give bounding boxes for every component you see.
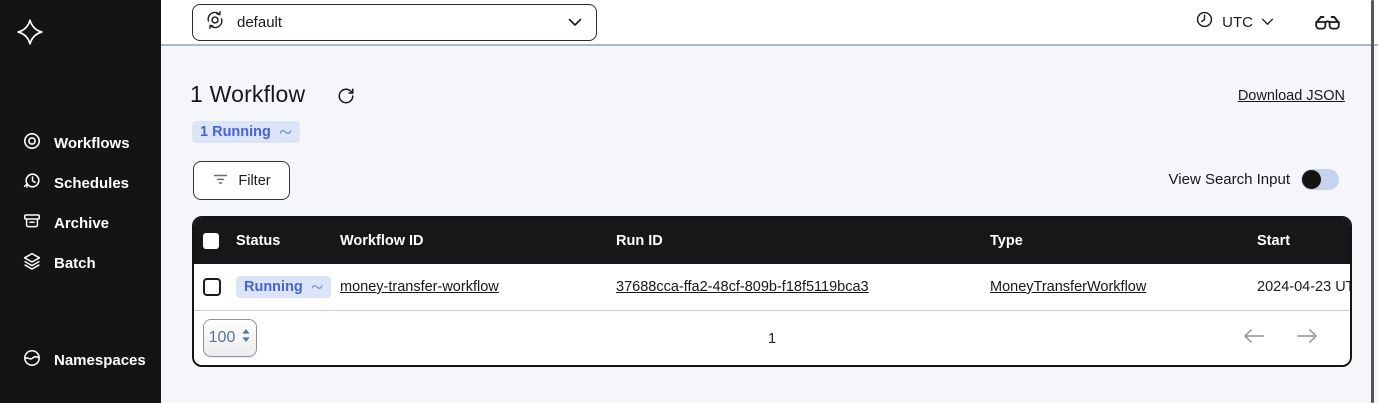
download-json-link[interactable]: Download JSON [1237, 88, 1345, 104]
sidebar-item-label: Batch [54, 254, 96, 272]
status-badge-label: Running [244, 279, 303, 295]
chevron-down-icon [568, 14, 582, 32]
arrow-left-icon [1242, 329, 1265, 348]
pulse-icon [311, 279, 323, 295]
toggle-knob [1302, 170, 1321, 189]
pager-arrows [1242, 311, 1319, 365]
refresh-button[interactable] [337, 87, 355, 110]
sidebar-item-label: Workflows [54, 134, 130, 152]
namespace-select[interactable]: default [192, 4, 597, 41]
spinner-arrows-icon [241, 328, 251, 348]
window-scrollbar[interactable] [1371, 0, 1374, 403]
main-content: 1 Workflow Download JSON 1 Running Filte… [161, 48, 1378, 403]
table-footer: 100 1 [194, 310, 1350, 365]
view-search-input-label: View Search Input [1168, 171, 1290, 188]
sidebar-item-batch[interactable]: Batch [0, 250, 161, 276]
namespace-select-value: default [237, 14, 283, 31]
current-page-number: 1 [767, 330, 777, 347]
workflow-id-link[interactable]: money-transfer-workflow [340, 279, 499, 295]
archive-icon [22, 211, 42, 235]
table-row[interactable]: Running money-transfer-workflow 37688cca… [194, 264, 1350, 310]
page-size-value: 100 [208, 329, 236, 346]
next-page-button[interactable] [1296, 328, 1319, 349]
labs-mode-button[interactable] [1314, 13, 1341, 37]
running-count-badge[interactable]: 1 Running [192, 121, 300, 143]
run-id-link[interactable]: 37688cca-ffa2-48cf-809b-f18f5119bca3 [616, 279, 869, 295]
chevron-down-icon [1261, 13, 1274, 31]
table-header-row: Status Workflow ID Run ID Type Start [194, 218, 1350, 264]
column-header-type[interactable]: Type [990, 233, 1023, 249]
timezone-label: UTC [1222, 13, 1253, 31]
batch-icon [22, 251, 42, 275]
column-header-workflow-id[interactable]: Workflow ID [340, 233, 424, 249]
column-header-run-id[interactable]: Run ID [616, 233, 663, 249]
select-all-checkbox[interactable] [203, 233, 219, 249]
sidebar-item-label: Schedules [54, 174, 130, 192]
top-bar: default UTC [161, 0, 1378, 46]
schedules-icon [22, 171, 42, 195]
arrow-right-icon [1296, 329, 1319, 348]
workflows-icon [22, 131, 42, 155]
sidebar-item-archive[interactable]: Archive [0, 210, 161, 236]
sidebar-item-schedules[interactable]: Schedules [0, 170, 161, 196]
page-size-select[interactable]: 100 [203, 319, 257, 357]
sidebar-item-workflows[interactable]: Workflows [0, 130, 161, 156]
workflow-type-link[interactable]: MoneyTransferWorkflow [990, 279, 1147, 295]
row-checkbox[interactable] [203, 278, 221, 296]
filter-button-label: Filter [238, 172, 271, 189]
clock-icon [1195, 10, 1214, 34]
sidebar-item-label: Namespaces [54, 351, 146, 369]
badge-label: 1 Running [200, 124, 271, 140]
filter-button[interactable]: Filter [193, 161, 290, 200]
column-header-start[interactable]: Start [1257, 233, 1291, 249]
refresh-icon [337, 88, 355, 109]
timezone-select[interactable]: UTC [1195, 0, 1274, 44]
namespaces-icon [22, 348, 42, 372]
glasses-icon [1314, 16, 1341, 36]
sidebar-item-namespaces[interactable]: Namespaces [0, 347, 161, 373]
prev-page-button[interactable] [1242, 328, 1265, 349]
column-header-status[interactable]: Status [236, 233, 281, 249]
pulse-icon [279, 124, 292, 140]
sidebar-item-label: Archive [54, 214, 110, 232]
workflows-table: Status Workflow ID Run ID Type Start Run… [192, 216, 1352, 367]
filter-lines-icon [212, 170, 229, 191]
sidebar: Workflows Schedules Archive Batch Namesp [0, 0, 161, 403]
view-search-input-control: View Search Input [1169, 169, 1339, 190]
namespace-switcher-icon [204, 9, 226, 36]
temporal-logo-icon[interactable] [16, 18, 44, 46]
start-time-cell: 2024-04-23 UTC [1257, 279, 1350, 295]
view-search-input-toggle[interactable] [1301, 169, 1339, 190]
status-badge: Running [236, 276, 331, 298]
page-title: 1 Workflow [190, 81, 306, 107]
